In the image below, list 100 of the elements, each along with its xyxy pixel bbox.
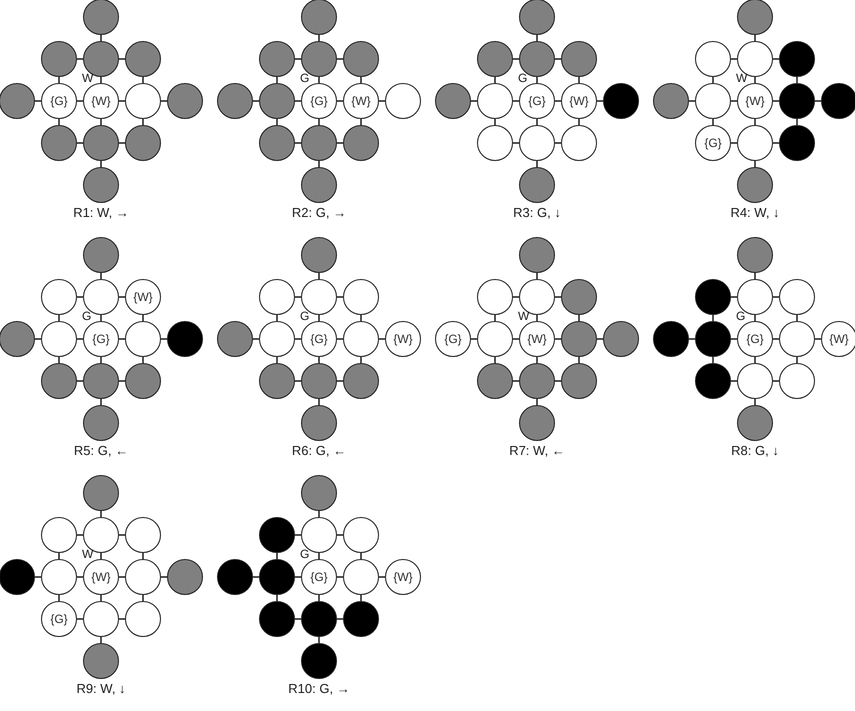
connector-line [161,100,167,102]
connector-line [379,576,385,578]
circle-node [125,517,161,553]
panel-caption: R4: W, ↓ [730,205,780,221]
connector-line [276,357,278,363]
connector-line [555,142,561,144]
circle-node [695,41,731,77]
connector-line [318,35,320,41]
circle-node [737,125,773,161]
connector-line [142,595,144,601]
connector-line [58,315,60,321]
circle-node [561,321,597,357]
connector-line [119,380,125,382]
connector-line [295,296,301,298]
circle-node [343,125,379,161]
circle-node [343,363,379,399]
letter-label: W [82,547,94,561]
connector-line [295,534,301,536]
circle-node [217,83,253,119]
connector-line [100,315,102,321]
circle-node [125,363,161,399]
connector-line [295,58,301,60]
circle-node [737,167,773,203]
circle-node [435,83,471,119]
connector-line [295,576,301,578]
circle-node: {G} [435,321,471,357]
connector-line [773,380,779,382]
connector-line [119,296,125,298]
connector-line [119,576,125,578]
connector-line [754,119,756,125]
connector-line [337,296,343,298]
connector-line [796,119,798,125]
connector-line [578,77,580,83]
circle-node [259,125,295,161]
connector-line [276,595,278,601]
connector-line [773,338,779,340]
connector-line [796,357,798,363]
panel-caption: R1: W, → [73,205,129,221]
circle-node [259,41,295,77]
circle-node [343,321,379,357]
circle-node [385,83,421,119]
connector-line [119,338,125,340]
circle-node: {G} [41,83,77,119]
circle-node [259,363,295,399]
connector-line [360,119,362,125]
connector-line [77,142,83,144]
panel-caption: R10: G, → [288,681,350,697]
circle-node [519,0,555,35]
connector-line [578,357,580,363]
circle-node: {W} [343,83,379,119]
circle-node [83,125,119,161]
circle-node [301,237,337,273]
connector-line [100,637,102,643]
circle-node [167,321,203,357]
circle-node [779,363,815,399]
connector-line [360,315,362,321]
panel-caption: R2: G, → [292,205,346,221]
circle-node [603,321,639,357]
connector-line [276,119,278,125]
panel-caption: R6: G, ← [292,443,346,459]
connector-line [100,35,102,41]
circle-node [737,363,773,399]
circle-node [561,363,597,399]
panel-caption: R3: G, ↓ [513,205,561,221]
circle-node [519,237,555,273]
connector-line [513,338,519,340]
connector-line [58,119,60,125]
circle-node: {W} [519,321,555,357]
connector-line [731,100,737,102]
circle-node [301,167,337,203]
connector-line [536,273,538,279]
connector-line [754,161,756,167]
connector-line [536,161,538,167]
circle-node [125,83,161,119]
connector-line [35,576,41,578]
circle-node [259,321,295,357]
connector-line [119,618,125,620]
circle-node [301,601,337,637]
circle-node [167,83,203,119]
connector-line [100,553,102,559]
circle-node [83,363,119,399]
connector-line [318,637,320,643]
connector-line [754,315,756,321]
circle-node [83,167,119,203]
circle-node [217,559,253,595]
connector-line [58,595,60,601]
circle-node: {G} [301,321,337,357]
circle-node [343,279,379,315]
circle-node [83,0,119,35]
connector-line [536,35,538,41]
connector-line [318,511,320,517]
circle-node [301,475,337,511]
circle-node [695,321,731,357]
connector-line [253,100,259,102]
circle-node [125,125,161,161]
connector-line [360,595,362,601]
circle-node: {G} [83,321,119,357]
connector-line [536,315,538,321]
connector-line [295,380,301,382]
connector-line [513,296,519,298]
